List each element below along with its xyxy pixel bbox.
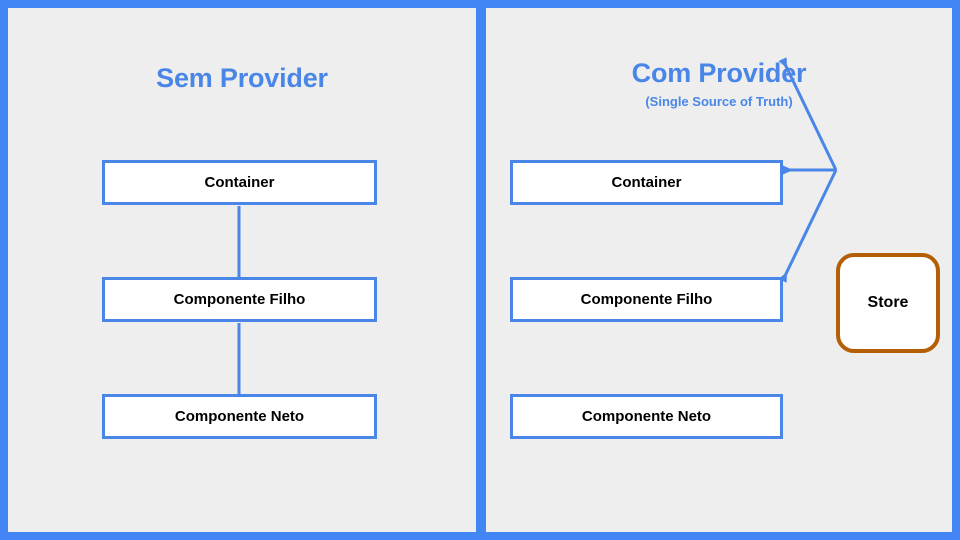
panel-subtitle-com-provider: (Single Source of Truth) — [645, 94, 793, 109]
node-label: Container — [204, 174, 275, 191]
node-label: Componente Neto — [581, 408, 712, 425]
panel-title-sem-provider: Sem Provider — [156, 63, 328, 93]
node-label: Componente Filho — [580, 291, 713, 308]
node-componente-filho-right[interactable]: Componente Filho — [510, 277, 783, 322]
node-label: Container — [611, 174, 682, 191]
node-store[interactable]: Store — [836, 253, 940, 353]
node-container-left[interactable]: Container — [102, 160, 377, 205]
panel-com-provider: Com Provider (Single Source of Truth) Co… — [486, 8, 952, 532]
node-componente-neto-right[interactable]: Componente Neto — [510, 394, 783, 439]
node-label: Componente Filho — [173, 291, 306, 308]
node-label: Componente Neto — [174, 408, 305, 425]
node-container-right[interactable]: Container — [510, 160, 783, 205]
panel-title-com-provider: Com Provider — [631, 58, 807, 88]
panel-sem-provider: Sem Provider Container Componente Filho … — [8, 8, 476, 532]
store-label: Store — [867, 294, 909, 311]
arrow-store-to-neto — [778, 169, 838, 283]
node-componente-filho-left[interactable]: Componente Filho — [102, 277, 377, 322]
node-componente-neto-left[interactable]: Componente Neto — [102, 394, 377, 439]
